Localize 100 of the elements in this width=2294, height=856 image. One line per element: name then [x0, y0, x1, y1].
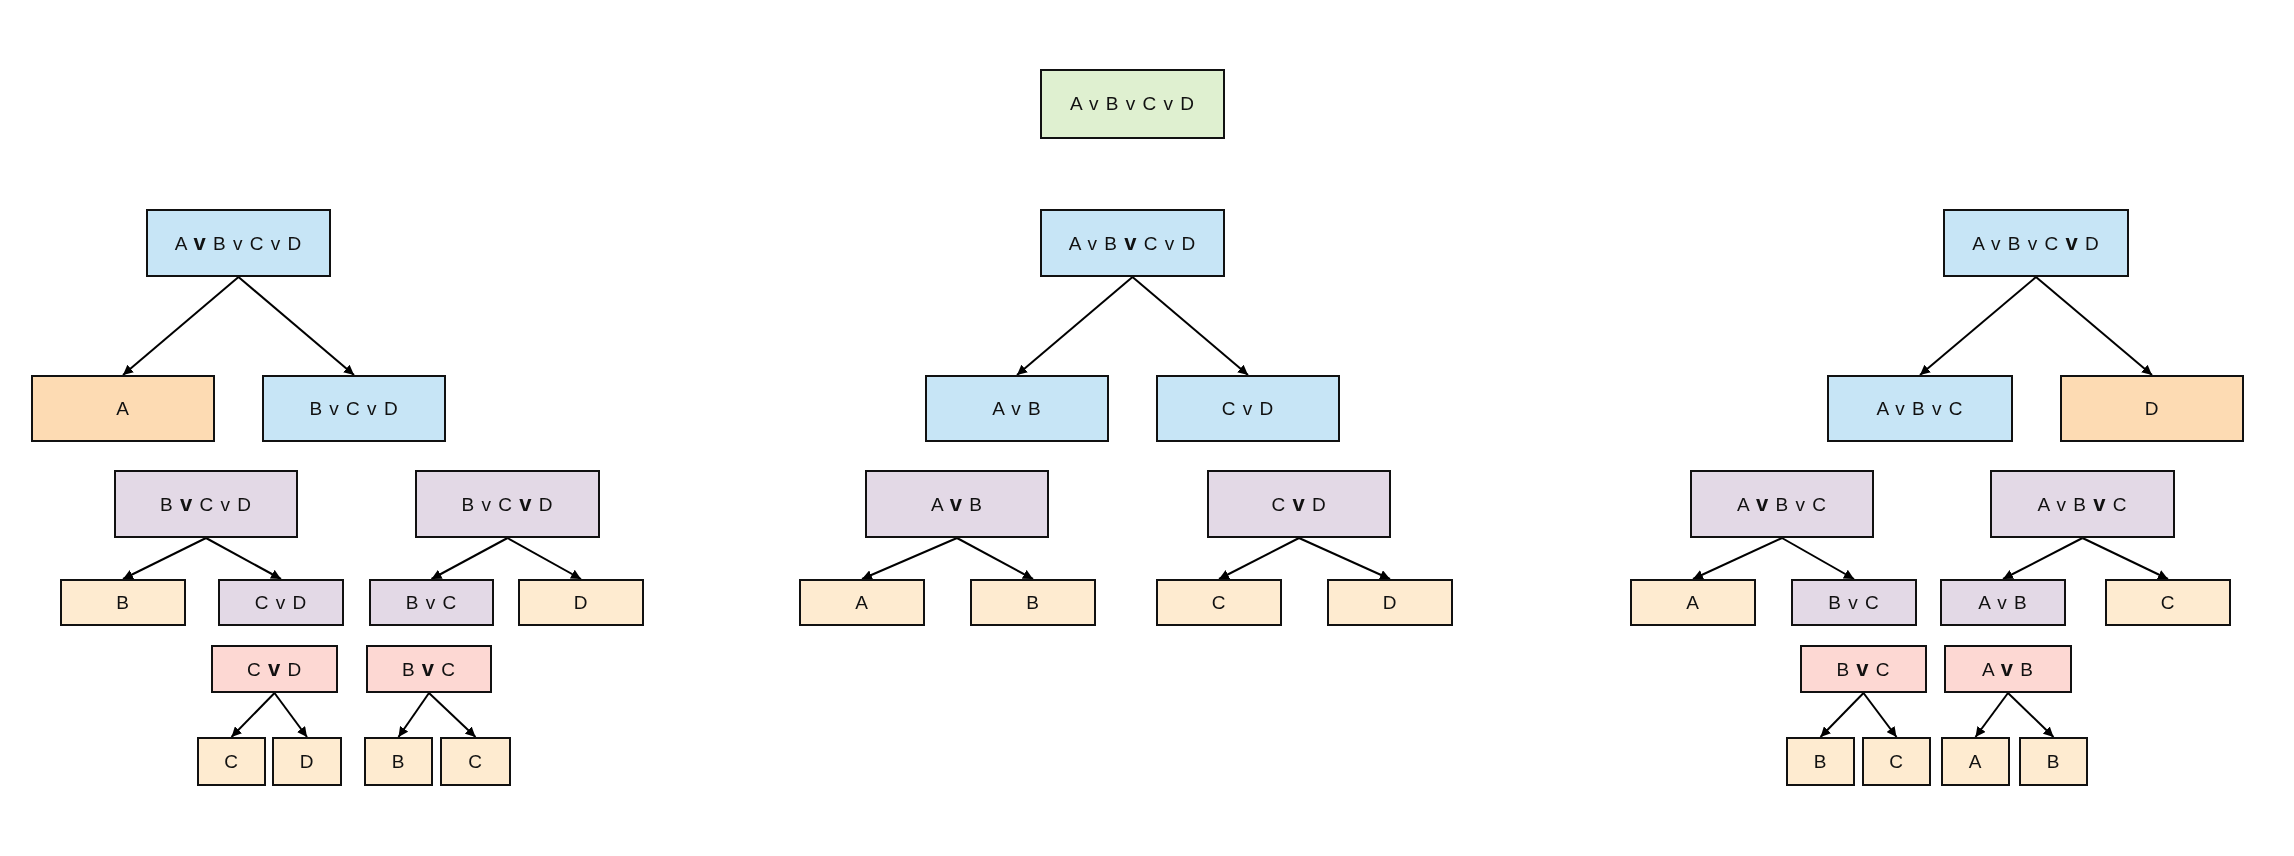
node-box	[970, 579, 1096, 626]
node-label: B v C v D	[309, 397, 399, 420]
arrow	[430, 537, 509, 580]
node-box	[1791, 579, 1917, 626]
node-label: B	[391, 750, 406, 773]
node-box	[1040, 69, 1225, 139]
node-label: A	[116, 397, 130, 420]
node-box	[60, 579, 186, 626]
arrow	[1974, 692, 2009, 738]
node-label: B	[1026, 591, 1040, 614]
node-box	[518, 579, 644, 626]
node-label: B v C	[405, 591, 458, 614]
node-label: A v B v C v D	[174, 230, 303, 256]
node-box	[146, 209, 331, 277]
node-label: C v D	[246, 656, 303, 682]
node-label: D	[299, 750, 315, 773]
node-label: A v B	[1978, 591, 2028, 614]
node-box	[2019, 737, 2088, 786]
arrow	[2035, 276, 2153, 376]
node-box	[440, 737, 511, 786]
node-label: D	[1382, 591, 1398, 614]
node-label: A v B v C	[2037, 491, 2128, 517]
node-label: A	[855, 591, 869, 614]
arrow	[397, 692, 430, 738]
node-label: A v B v C v D	[1070, 93, 1195, 115]
node-box	[1862, 737, 1931, 786]
arrow	[2081, 537, 2169, 580]
node-box	[1630, 579, 1756, 626]
arrow	[1016, 276, 1134, 376]
node-box	[1690, 470, 1874, 538]
node-label: B	[1813, 750, 1828, 773]
node-box	[262, 375, 446, 442]
node-label: D	[573, 591, 589, 614]
arrow	[861, 537, 958, 580]
node-box	[211, 645, 338, 693]
arrow	[122, 537, 207, 580]
node-box	[1156, 579, 1282, 626]
node-box	[1207, 470, 1391, 538]
arrow	[1131, 276, 1249, 376]
node-box	[1827, 375, 2013, 442]
node-box	[2105, 579, 2231, 626]
arrow	[230, 692, 276, 738]
node-label: B v C	[401, 656, 457, 682]
node-box	[369, 579, 494, 626]
node-label: C v D	[1271, 491, 1327, 517]
node-box	[1786, 737, 1855, 786]
arrow	[2002, 537, 2084, 580]
node-box	[1941, 737, 2010, 786]
node-label: C	[224, 750, 239, 773]
arrow	[122, 276, 240, 376]
node-label: B v C v D	[461, 491, 554, 517]
node-box	[218, 579, 344, 626]
node-box	[2060, 375, 2244, 442]
node-box	[925, 375, 1109, 442]
node-box	[865, 470, 1049, 538]
node-box	[114, 470, 298, 538]
node-label: B	[2046, 750, 2061, 773]
node-label: A v B	[1981, 656, 2035, 682]
node-label: A	[1968, 750, 1983, 773]
node-label: A	[1686, 591, 1700, 614]
node-box	[272, 737, 342, 786]
node-box	[1940, 579, 2066, 626]
node-label: A v B	[930, 491, 984, 517]
node-box	[1944, 645, 2072, 693]
arrow	[1298, 537, 1391, 580]
node-label: A v B v C v D	[1068, 230, 1197, 256]
node-label: A v B v C v D	[1972, 230, 2100, 256]
node-box	[1990, 470, 2175, 538]
node-label: B	[116, 591, 130, 614]
arrow	[1919, 276, 2037, 376]
arrow	[956, 537, 1034, 580]
node-label: C	[2160, 591, 2176, 614]
node-box	[1040, 209, 1225, 277]
arrow	[1862, 692, 1898, 738]
node-box	[1156, 375, 1340, 442]
arrow	[1218, 537, 1300, 580]
arrow	[237, 276, 355, 376]
node-label: B v C v D	[160, 491, 252, 517]
node-box	[197, 737, 266, 786]
node-label: C	[1211, 591, 1227, 614]
node-box	[1327, 579, 1453, 626]
node-label: C	[468, 750, 483, 773]
node-label: B v C	[1836, 656, 1891, 682]
arrow	[2007, 692, 2055, 738]
node-label: C v D	[254, 591, 308, 614]
node-box	[364, 737, 433, 786]
node-box	[415, 470, 600, 538]
arrow	[506, 537, 582, 580]
arrow	[1692, 537, 1783, 580]
arrow	[205, 537, 282, 580]
node-box	[31, 375, 215, 442]
arrow	[1781, 537, 1855, 580]
node-box	[1943, 209, 2129, 277]
node-label: D	[2144, 397, 2160, 420]
arrow	[1819, 692, 1865, 738]
node-label: C v D	[1221, 397, 1275, 420]
node-box	[1800, 645, 1927, 693]
node-label: A v B v C	[1876, 397, 1964, 420]
arrow	[428, 692, 477, 738]
node-box	[799, 579, 925, 626]
